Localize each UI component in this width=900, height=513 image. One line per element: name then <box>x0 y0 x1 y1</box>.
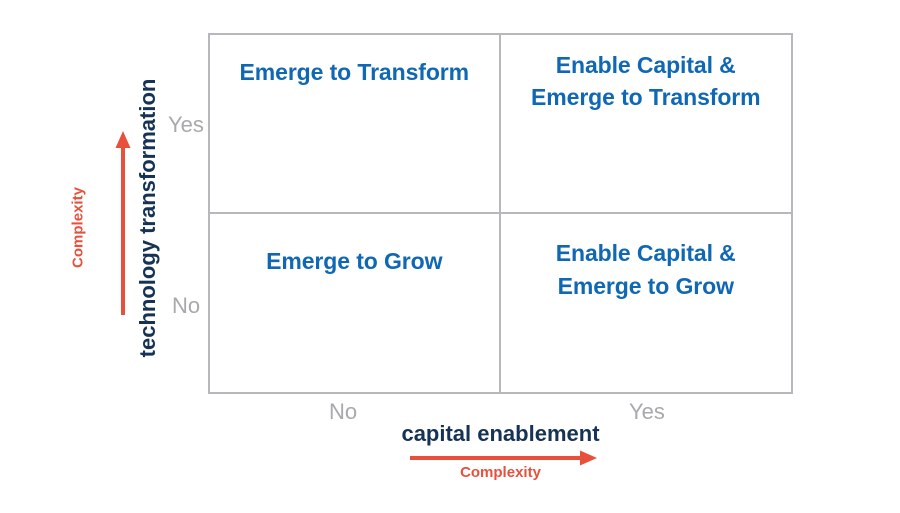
matrix-grid: Emerge to Transform Enable Capital & Eme… <box>208 33 793 394</box>
quadrant-yes-capital-yes-tech[interactable]: Enable Capital & Emerge to Transform <box>500 35 791 214</box>
quadrant-no-capital-yes-tech[interactable]: Emerge to Transform <box>210 35 501 214</box>
y-axis-tick-no: No <box>172 293 201 318</box>
y-axis-title: technology transformation <box>135 78 160 358</box>
quadrant-label-emerge-to-transform: Emerge to Transform <box>239 58 470 85</box>
y-axis-complexity-label: Complexity <box>69 187 87 268</box>
quadrant-yes-capital-no-tech[interactable]: Enable Capital & Emerge to Grow <box>501 214 792 393</box>
x-axis-tick-yes: Yes <box>629 399 665 424</box>
x-axis-complexity-arrow-icon <box>410 448 598 468</box>
x-axis-complexity-label: Complexity <box>460 464 541 481</box>
y-axis-complexity-arrow-icon <box>113 130 133 315</box>
x-axis-tick-no: No <box>329 399 358 424</box>
y-axis-tick-yes: Yes <box>168 112 204 137</box>
quadrant-no-capital-no-tech[interactable]: Emerge to Grow <box>210 213 501 392</box>
quadrant-label-enable-capital-emerge-to-transform: Enable Capital & Emerge to Transform <box>531 51 761 111</box>
x-axis-title: capital enablement <box>401 421 600 446</box>
quadrant-label-enable-capital-emerge-to-grow: Enable Capital & Emerge to Grow <box>555 240 736 299</box>
quadrant-label-emerge-to-grow: Emerge to Grow <box>266 248 443 275</box>
